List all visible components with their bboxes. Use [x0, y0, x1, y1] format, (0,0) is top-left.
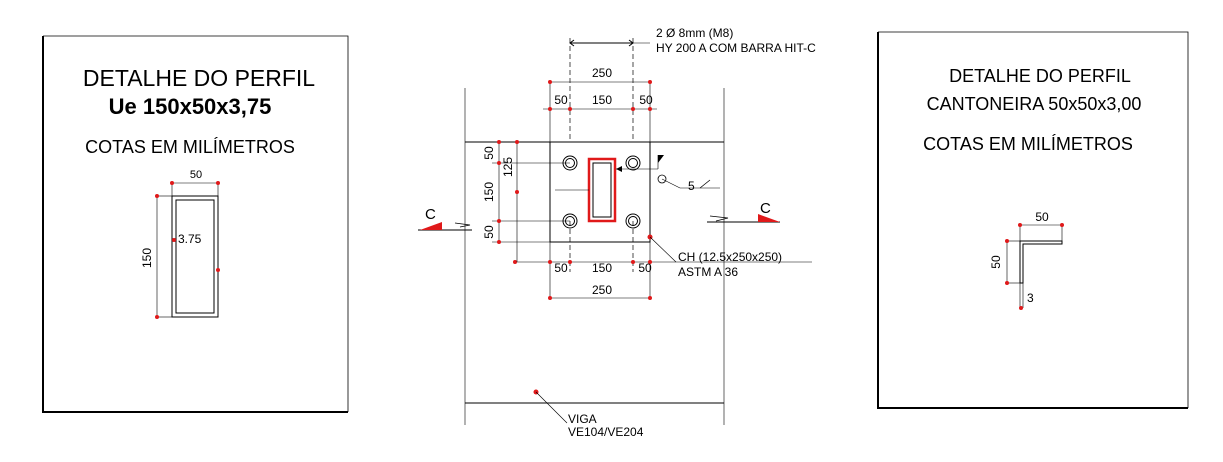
left-panel-profile: Ue 150x50x3,75 [109, 94, 272, 119]
right-dim-width: 50 [1035, 210, 1049, 224]
svg-text:C: C [760, 200, 771, 217]
dim-top-mid: 150 [592, 93, 612, 107]
beam-callout-line1: VIGA [568, 412, 597, 426]
plate-callout-line2: ASTM A 36 [678, 265, 738, 279]
dim-top-left: 50 [554, 93, 568, 107]
angle-profile [1019, 240, 1063, 284]
left-dim-width: 50 [190, 169, 202, 181]
left-detail-panel: DETALHE DO PERFIL Ue 150x50x3,75 COTAS E… [42, 35, 349, 413]
dim-v-mid: 150 [482, 182, 496, 202]
left-dim-height: 150 [140, 248, 154, 268]
left-panel-units: COTAS EM MILÍMETROS [85, 137, 295, 157]
dim-v-top: 50 [482, 146, 496, 160]
section-mark-left: C [418, 206, 472, 231]
right-panel-title: DETALHE DO PERFIL [949, 66, 1131, 86]
right-panel-profile: CANTONEIRA 50x50x3,00 [927, 94, 1142, 114]
section-mark-right: C [707, 200, 780, 223]
dim-bottom-left: 50 [554, 261, 568, 275]
right-detail-panel: DETALHE DO PERFIL CANTONEIRA 50x50x3,00 … [877, 31, 1189, 409]
center-baseplate-detail: 2 Ø 8mm (M8) HY 200 A COM BARRA HIT-C 25… [418, 26, 816, 439]
anchor-callout-line2: HY 200 A COM BARRA HIT-C [656, 41, 816, 55]
dim-bottom-right: 50 [638, 261, 652, 275]
left-panel-title: DETALHE DO PERFIL [83, 65, 315, 91]
anchor-callout-line1: 2 Ø 8mm (M8) [656, 26, 733, 40]
dim-top-overall: 250 [592, 66, 612, 80]
anchor-bolts [562, 155, 641, 229]
dim-bottom-overall: 250 [592, 283, 612, 297]
ue-profile-outer [171, 195, 219, 318]
dim-v-125: 125 [501, 157, 515, 177]
right-panel-units: COTAS EM MILÍMETROS [923, 134, 1133, 154]
dim-bottom-mid: 150 [592, 261, 612, 275]
dim-top-right: 50 [639, 93, 653, 107]
ue-profile-inner [175, 199, 215, 314]
svg-text:C: C [425, 206, 436, 223]
plate-callout-line1: CH (12.5x250x250) [678, 250, 782, 264]
base-plate [549, 141, 651, 243]
right-dim-height: 50 [989, 255, 1003, 269]
dim-v-bottom: 50 [482, 225, 496, 239]
right-dim-thickness: 3 [1027, 291, 1034, 305]
weld-size: 5 [688, 179, 695, 193]
left-dim-thickness: 3.75 [178, 232, 202, 246]
beam-callout-line2: VE104/VE204 [568, 425, 644, 439]
